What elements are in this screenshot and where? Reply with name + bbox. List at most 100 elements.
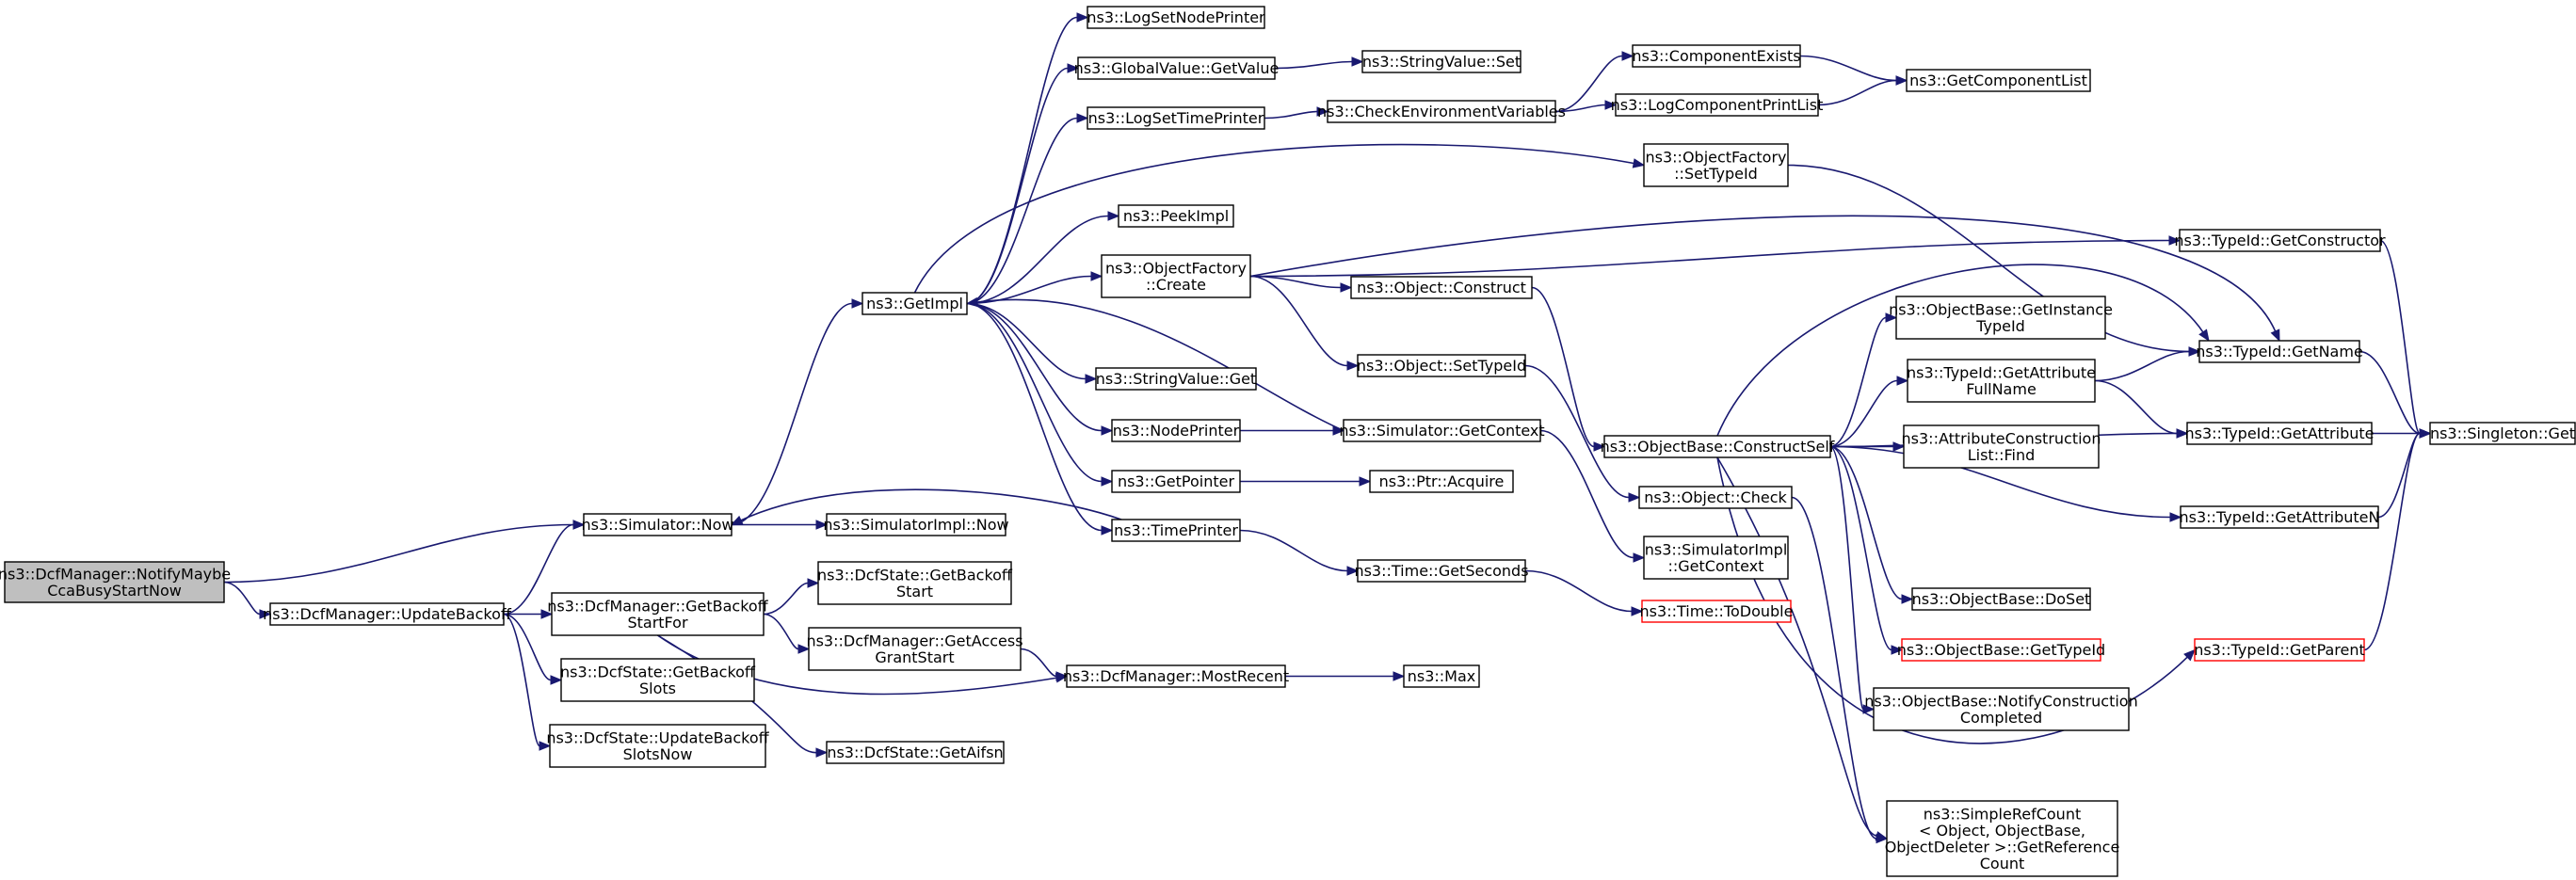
node-svset[interactable]: ns3::StringValue::Set (1361, 50, 1521, 73)
node-label: ns3::LogSetTimePrinter (1088, 109, 1264, 127)
node-label: FullName (1966, 380, 2037, 398)
node-notify[interactable]: ns3::DcfManager::NotifyMaybeCcaBusyStart… (0, 561, 231, 603)
arrow-head (1316, 106, 1329, 117)
edge-line (740, 488, 1122, 521)
edge-line (1829, 445, 1864, 711)
node-label: ns3::AttributeConstruction (1902, 429, 2101, 447)
node-timeprinter[interactable]: ns3::TimePrinter (1111, 519, 1241, 542)
node-ptracquire[interactable]: ns3::Ptr::Acquire (1369, 470, 1514, 493)
node-ofsettypeid[interactable]: ns3::ObjectFactory::SetTypeId (1643, 143, 1789, 187)
node-box (1643, 536, 1789, 580)
arrow-head (1076, 113, 1089, 123)
node-timetodouble[interactable]: ns3::Time::ToDouble (1640, 600, 1794, 623)
node-srcgetref[interactable]: ns3::SimpleRefCount< Object, ObjectBase,… (1885, 800, 2120, 877)
node-box (1632, 44, 1801, 68)
node-box (1603, 435, 1831, 458)
node-logsettime[interactable]: ns3::LogSetTimePrinter (1087, 106, 1265, 130)
node-logsetnode[interactable]: ns3::LogSetNodePrinter (1087, 6, 1265, 29)
node-updbk[interactable]: ns3::DcfManager::UpdateBackoff (263, 602, 512, 626)
node-box (1643, 143, 1789, 187)
node-logcompprint[interactable]: ns3::LogComponentPrintList (1611, 93, 1824, 117)
node-max[interactable]: ns3::Max (1403, 664, 1480, 688)
node-getcomplist[interactable]: ns3::GetComponentList (1906, 69, 2091, 92)
node-tidgetname[interactable]: ns3::TypeId::GetName (2196, 340, 2363, 363)
node-box (2429, 422, 2576, 445)
arrow-head (1895, 75, 1908, 86)
node-simimplnow[interactable]: ns3::SimulatorImpl::Now (823, 513, 1009, 536)
node-peekimpl[interactable]: ns3::PeekImpl (1118, 204, 1234, 228)
edge-obconstructself-to-obdoset (1829, 445, 1914, 604)
node-objcheck[interactable]: ns3::Object::Check (1638, 486, 1793, 509)
edge-tidgetparent-to-singletonget (2363, 428, 2432, 651)
node-label: ns3::SimpleRefCount (1924, 805, 2081, 823)
arrow-head (1896, 376, 1909, 386)
node-checkenv[interactable]: ns3::CheckEnvironmentVariables (1317, 100, 1566, 123)
node-label: ns3::ObjectFactory (1105, 259, 1247, 277)
node-tidgetctor[interactable]: ns3::TypeId::GetConstructor (2174, 229, 2386, 252)
node-box (1111, 419, 1241, 442)
node-label: ns3::CheckEnvironmentVariables (1317, 103, 1566, 120)
node-obconstructself[interactable]: ns3::ObjectBase::ConstructSelf (1601, 435, 1835, 458)
node-ofcreate[interactable]: ns3::ObjectFactory::Create (1101, 254, 1251, 298)
node-label: ns3::Object::Construct (1357, 279, 1526, 296)
edge-line (503, 523, 574, 616)
node-singletonget[interactable]: ns3::Singleton::Get (2429, 422, 2576, 445)
edge-simgetctx-to-simimplgetctx (1539, 429, 1646, 563)
edge-line (966, 16, 1078, 305)
node-getpointer[interactable]: ns3::GetPointer (1111, 470, 1241, 493)
edge-line (1791, 496, 1877, 840)
node-label: ns3::GetComponentList (1909, 72, 2087, 89)
edge-line (223, 581, 261, 616)
node-now[interactable]: ns3::Simulator::Now (582, 513, 734, 536)
arrow-head (1631, 606, 1644, 616)
node-box (2186, 422, 2373, 445)
edge-timeprinter-to-timegetsec (1239, 529, 1360, 576)
edge-getimpl-to-logsetnode (966, 12, 1089, 305)
edge-obconstructself-to-obgetinst (1829, 312, 1898, 448)
node-getaifsn[interactable]: ns3::DcfState::GetAifsn (826, 741, 1005, 764)
node-obnotify[interactable]: ns3::ObjectBase::NotifyConstructionCompl… (1864, 687, 2138, 731)
node-obgettypeid[interactable]: ns3::ObjectBase::GetTypeId (1897, 638, 2105, 662)
node-label: ns3::ObjectBase::ConstructSelf (1601, 438, 1835, 456)
arrow-head (851, 298, 864, 309)
node-label: SlotsNow (623, 745, 693, 763)
node-objsettypeid[interactable]: ns3::Object::SetTypeId (1357, 354, 1526, 377)
edge-line (503, 613, 540, 747)
node-box (1403, 664, 1480, 688)
node-nodeprinter[interactable]: ns3::NodePrinter (1111, 419, 1241, 442)
node-svget[interactable]: ns3::StringValue::Get (1095, 367, 1257, 391)
node-label: List::Find (1968, 446, 2036, 464)
node-tidgetattr[interactable]: ns3::TypeId::GetAttribute (2184, 422, 2375, 445)
node-getimpl[interactable]: ns3::GetImpl (861, 292, 968, 315)
node-mostrecent[interactable]: ns3::DcfManager::MostRecent (1063, 664, 1289, 688)
node-timegetsec[interactable]: ns3::Time::GetSeconds (1354, 559, 1529, 583)
node-objconstruct[interactable]: ns3::Object::Construct (1350, 276, 1533, 299)
node-box (560, 658, 755, 702)
node-simgetctx[interactable]: ns3::Simulator::GetContext (1339, 419, 1545, 442)
node-box (1615, 93, 1819, 117)
node-simimplgetctx[interactable]: ns3::SimulatorImpl::GetContext (1643, 536, 1789, 580)
edge-line (1554, 55, 1623, 113)
node-box (2194, 638, 2365, 662)
node-tidgetattrn[interactable]: ns3::TypeId::GetAttributeN (2180, 505, 2380, 529)
node-tidgetparent[interactable]: ns3::TypeId::GetParent (2194, 638, 2365, 662)
node-obdoset[interactable]: ns3::ObjectBase::DoSet (1911, 587, 2091, 611)
edge-line (1264, 110, 1318, 120)
node-box (1118, 204, 1234, 228)
node-gvgetvalue[interactable]: ns3::GlobalValue::GetValue (1074, 56, 1280, 80)
edge-obconstructself-to-tidgetattrn (1829, 445, 2182, 522)
arrow-head (539, 741, 552, 751)
arrow-head (1593, 441, 1606, 452)
edge-line (2094, 379, 2178, 435)
node-compexists[interactable]: ns3::ComponentExists (1632, 44, 1801, 68)
arrow-head (2176, 428, 2189, 439)
edge-line (1716, 264, 2204, 437)
